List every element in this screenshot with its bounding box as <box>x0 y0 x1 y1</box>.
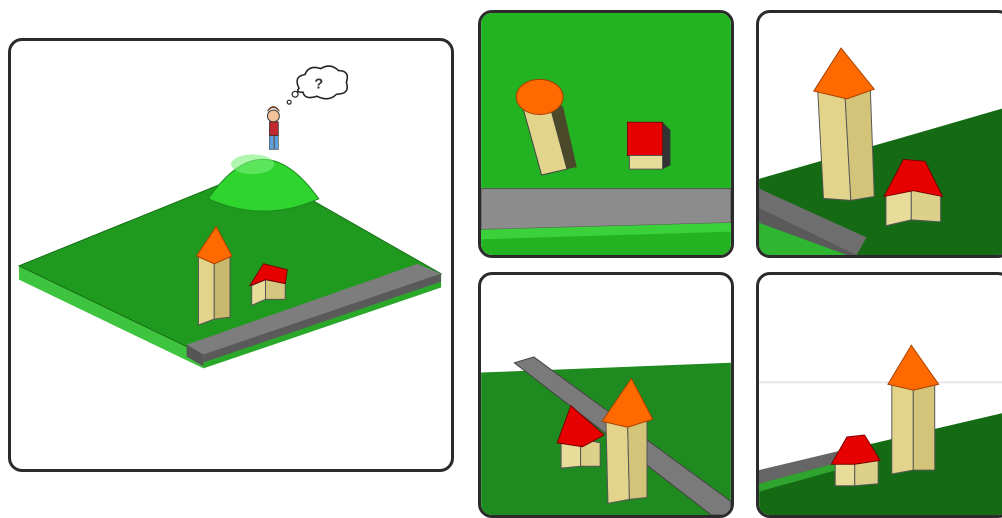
view-top-down-scene <box>481 13 731 255</box>
road <box>481 189 731 230</box>
view-front-low-panel <box>756 272 1002 518</box>
tower-front <box>606 417 629 503</box>
person-figure <box>267 106 279 149</box>
view-front-low-scene <box>759 275 1002 515</box>
house-wall-front <box>835 462 855 485</box>
view-low-left-scene <box>759 13 1002 255</box>
tower-roof <box>888 345 939 390</box>
tower-roof <box>516 79 563 114</box>
house-wall <box>629 155 662 169</box>
tower-side <box>627 417 647 499</box>
thought-bubble: ? <box>287 66 347 104</box>
overview-scene: ? <box>11 41 451 469</box>
house-side <box>663 122 671 169</box>
tower-side <box>913 378 934 470</box>
house-roof <box>831 435 880 464</box>
view-low-left-panel <box>756 10 1002 258</box>
overview-panel: ? <box>8 38 454 472</box>
tower-front <box>892 378 913 474</box>
view-road-side-scene <box>481 275 731 515</box>
view-road-side-panel <box>478 272 734 518</box>
view-top-down-panel <box>478 10 734 258</box>
thought-question-mark: ? <box>314 76 323 92</box>
house-roof <box>627 122 662 155</box>
tower-roof <box>814 48 875 99</box>
hill-highlight <box>231 154 274 174</box>
